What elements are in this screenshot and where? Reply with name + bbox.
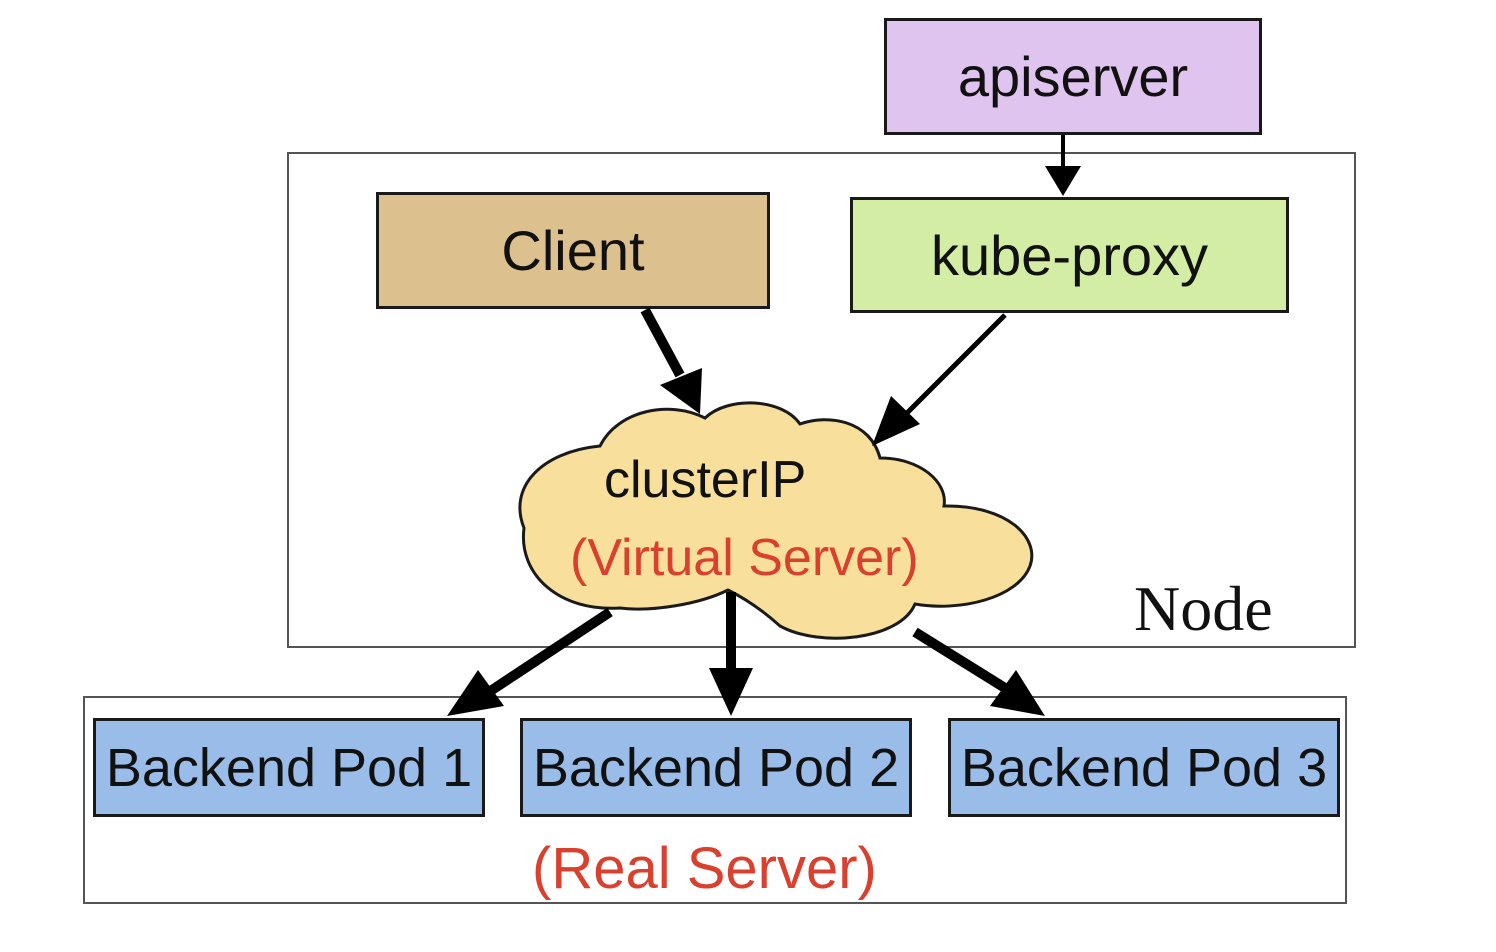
edge-cluster-ip-to-backend-pod-2 [709,592,753,716]
kube-proxy-label: kube-proxy [930,223,1209,287]
real-server-group-frame [83,696,1347,904]
node-group-frame [287,152,1356,648]
apiserver-label: apiserver [957,45,1189,108]
kube-proxy-box: kube-proxy [850,197,1289,313]
edge-kube-proxy-to-cluster-ip [872,313,1007,446]
backend-pod-3: Backend Pod 3 [948,718,1340,817]
cluster-ip-label: clusterIP [604,451,807,509]
backend-pod-2: Backend Pod 2 [520,718,912,817]
edge-cluster-ip-to-backend-pod-1 [447,607,613,716]
backend-pod-1-label: Backend Pod 1 [105,737,473,798]
client-box: Client [376,192,770,309]
backend-pod-2-label: Backend Pod 2 [532,737,900,798]
edge-client-to-cluster-ip [640,307,702,414]
node-group-label: Node [1134,573,1273,644]
backend-pod-1: Backend Pod 1 [93,718,485,817]
edge-cluster-ip-to-backend-pod-3 [912,627,1045,716]
virtual-server-label: (Virtual Server) [570,529,919,587]
apiserver-box: apiserver [884,18,1262,135]
backend-pod-3-label: Backend Pod 3 [960,737,1328,798]
edge-apiserver-to-kube-proxy [1045,135,1081,196]
real-server-label: (Real Server) [532,836,877,901]
client-label: Client [501,219,645,282]
